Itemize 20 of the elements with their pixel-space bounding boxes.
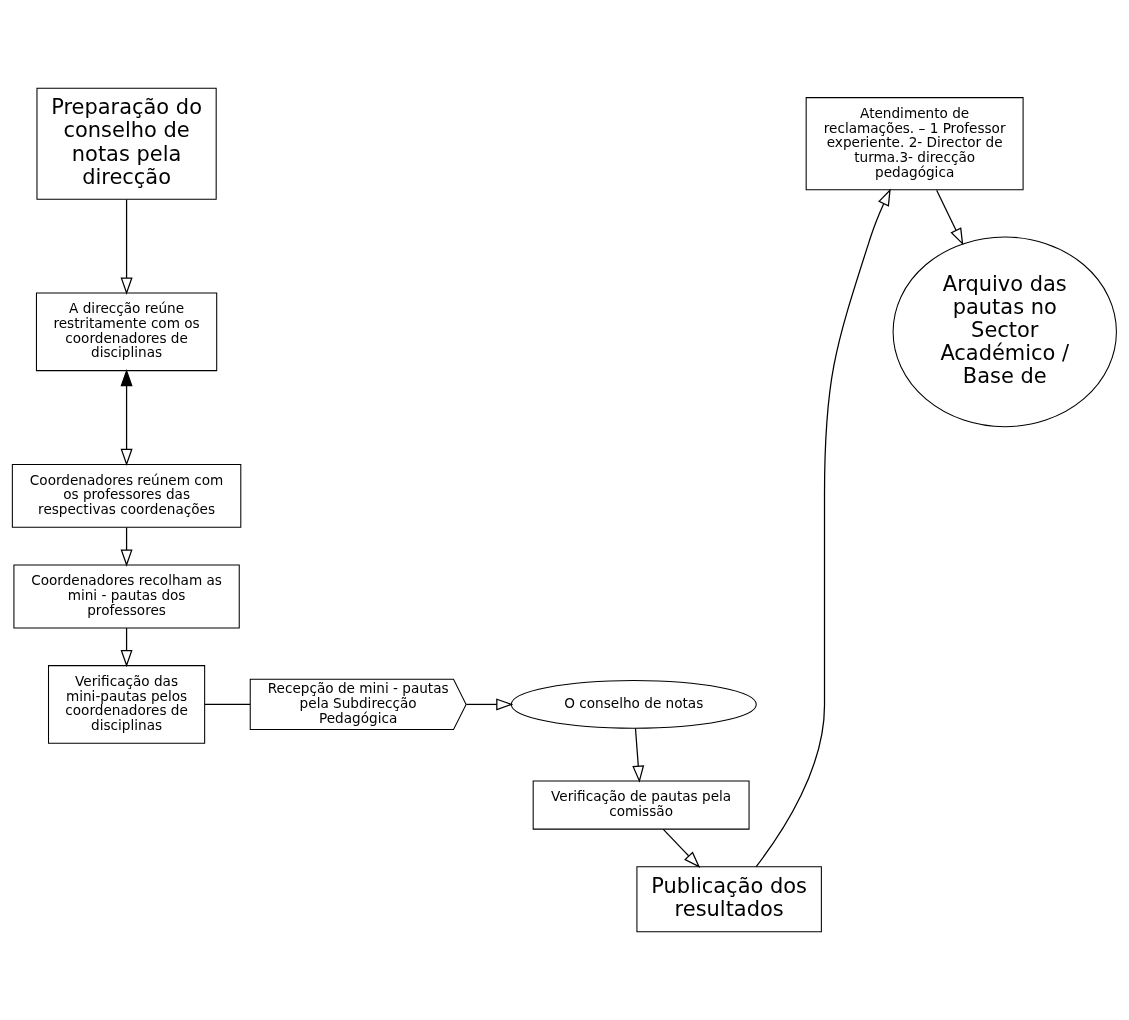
arrow (120, 198, 133, 295)
node-box: Coordenadores recolham as mini - pautas dos professores (13, 564, 240, 629)
arrow (632, 727, 645, 783)
node-box: Publicação dos resultados (636, 866, 822, 933)
arrow (936, 189, 964, 246)
arrow (662, 828, 701, 869)
node-box: Preparação do conselho de notas pela direcção (36, 87, 217, 200)
node-box: Verificação das mini-pautas pelos coordenadores de disciplinas (48, 665, 206, 744)
connector (204, 703, 251, 706)
node-box: Atendimento de reclamações. – 1 Professor experiente. 2- Director de turma.3- direcção pedagógica (805, 97, 1024, 191)
arrow (120, 627, 133, 668)
node-box: Coordenadores reúnem com os professores das respectivas coordenações (11, 463, 242, 528)
arrow (755, 188, 891, 868)
node-ellipse: Arquivo das pautas no Sector Académico / Base de (892, 236, 1117, 428)
node-box: A direcção reúne restritamente com os coordenadores de disciplinas (35, 292, 218, 372)
arrow (120, 526, 133, 567)
arrow (120, 368, 133, 467)
node-box: Verificação de pautas pela comissão (532, 780, 750, 830)
arrow (465, 698, 514, 711)
node-ellipse: O conselho de notas (510, 680, 757, 729)
